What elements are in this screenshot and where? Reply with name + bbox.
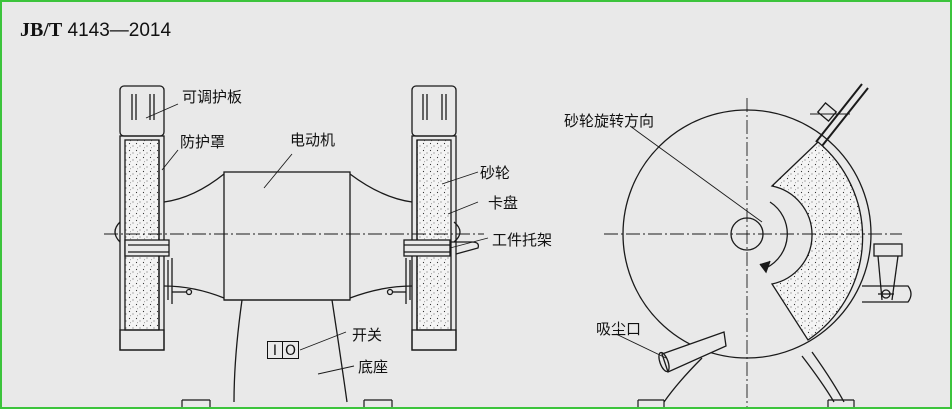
standard-code-number: 4143—2014 [62,20,172,41]
left-grinding-wheel [124,139,160,331]
side-grinding-wheel [770,141,864,341]
label-adjustable-guard: 可调护板 [182,88,243,106]
right-wheel-assembly [386,85,480,351]
motor-housing [223,171,351,301]
label-base: 底座 [358,358,389,376]
label-work-rest: 工件托架 [492,231,553,249]
label-guard-cover: 防护罩 [180,133,226,151]
base-feet [181,399,855,407]
right-grinding-wheel [416,139,452,331]
left-chuck [124,239,170,257]
leader-lines [145,103,763,375]
left-adjustable-guard [119,85,165,137]
dust-outlet-pipe [661,331,727,373]
label-chuck: 卡盘 [488,194,519,212]
left-wheel-assembly [114,85,193,351]
standard-code: JB/T 4143—2014 [20,19,171,42]
switch-on-symbol: I [267,341,283,359]
standard-code-prefix: JB/T [20,19,63,41]
label-motor: 电动机 [290,131,336,149]
right-adjustable-guard [411,85,457,137]
side-view [622,83,912,403]
right-chuck [403,239,451,257]
side-work-rest [873,243,903,257]
label-grinding-wheel: 砂轮 [480,164,511,182]
rotation-arrow [765,201,788,269]
label-dust-outlet: 吸尘口 [596,320,642,338]
label-rotation-direction: 砂轮旋转方向 [564,112,655,130]
right-base-leg [331,299,348,403]
switch-symbol: I O [267,341,299,359]
motor-body [163,171,413,403]
left-base-leg [233,299,243,403]
label-switch: 开关 [352,326,383,344]
switch-off-symbol: O [283,341,299,359]
